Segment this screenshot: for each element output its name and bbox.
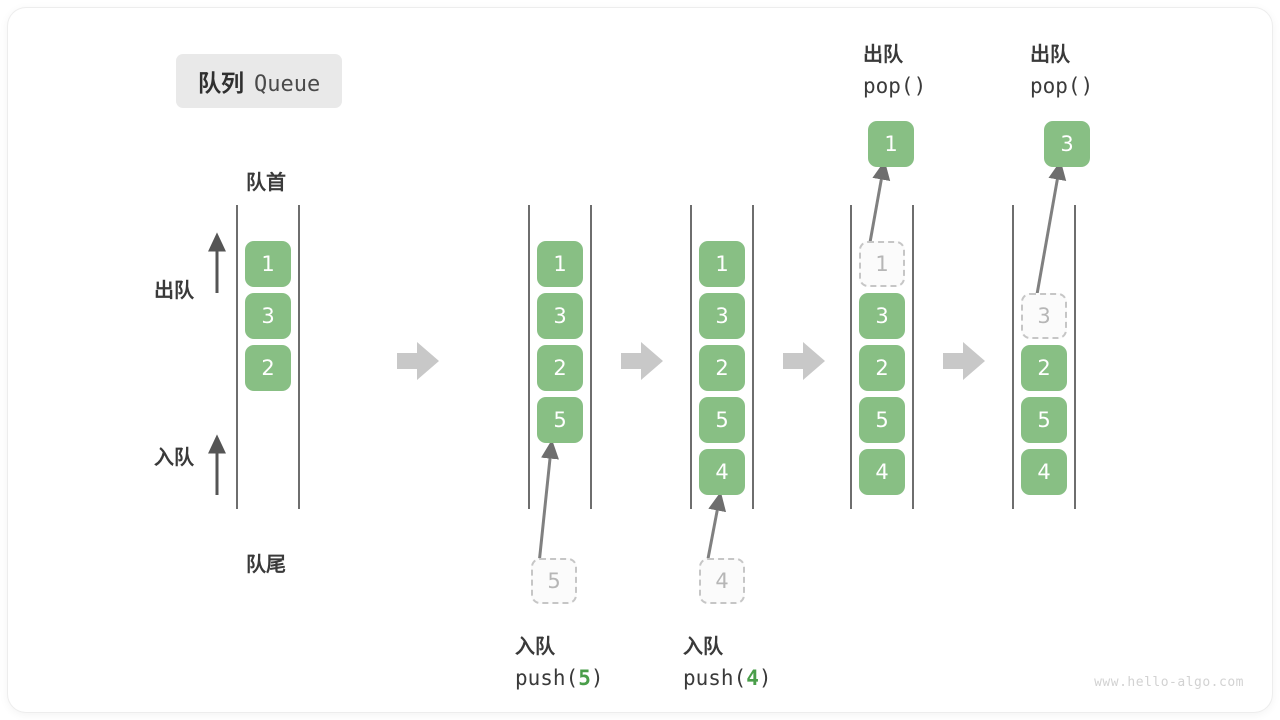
diagram-title-badge: 队列 Queue	[176, 54, 343, 108]
enqueue-direction-label: 入队	[154, 445, 194, 469]
diagram-overlay	[208, 160, 1076, 565]
queue-cell-leaving: 1	[859, 241, 905, 287]
queue-cell-leaving: 3	[1021, 293, 1067, 339]
queue-front-label: 队首	[246, 170, 286, 194]
push-4-code-prefix: push(	[683, 666, 747, 690]
queue-cell: 3	[699, 293, 745, 339]
queue-rear-label: 队尾	[246, 552, 286, 576]
pop-1-caption-code: pop()	[863, 74, 927, 98]
push-5-code-prefix: push(	[515, 666, 579, 690]
watermark: www.hello-algo.com	[1094, 675, 1244, 690]
queue-cell: 1	[245, 241, 291, 287]
queue-cell: 5	[1021, 397, 1067, 443]
queue-cell: 3	[537, 293, 583, 339]
push-4-caption-cn: 入队	[683, 634, 723, 658]
queue-cell: 4	[699, 449, 745, 495]
incoming-ghost-cell-5: 5	[531, 558, 577, 604]
popped-cell-3: 3	[1044, 121, 1090, 167]
diagram-card: 队列 Queue	[8, 8, 1272, 712]
push-4-code-value: 4	[746, 666, 759, 690]
queue-cell: 2	[859, 345, 905, 391]
queue-cell: 3	[245, 293, 291, 339]
pop-1-caption-cn: 出队	[863, 42, 903, 66]
queue-cell: 2	[537, 345, 583, 391]
queue-cell: 2	[245, 345, 291, 391]
dequeue-direction-label: 出队	[154, 278, 194, 302]
push-5-code-suffix: )	[590, 666, 604, 690]
title-chinese: 队列	[198, 71, 244, 97]
title-english: Queue	[254, 72, 321, 97]
pop-3-caption-code: pop()	[1030, 74, 1094, 98]
push-5-code-value: 5	[578, 666, 591, 690]
pop-3-caption-cn: 出队	[1030, 42, 1070, 66]
queue-cell: 4	[859, 449, 905, 495]
queue-cell: 3	[859, 293, 905, 339]
queue-cell: 4	[1021, 449, 1067, 495]
queue-cell: 5	[859, 397, 905, 443]
push-4-code-suffix: )	[758, 666, 772, 690]
incoming-ghost-cell-4: 4	[699, 558, 745, 604]
queue-cell: 2	[1021, 345, 1067, 391]
queue-cell: 2	[699, 345, 745, 391]
push-5-caption-cn: 入队	[515, 634, 555, 658]
popped-cell-1: 1	[868, 121, 914, 167]
queue-cell: 1	[699, 241, 745, 287]
push-5-caption-code: push(5)	[515, 666, 604, 690]
queue-cell: 5	[537, 397, 583, 443]
queue-cell: 5	[699, 397, 745, 443]
queue-cell: 1	[537, 241, 583, 287]
push-4-caption-code: push(4)	[683, 666, 772, 690]
